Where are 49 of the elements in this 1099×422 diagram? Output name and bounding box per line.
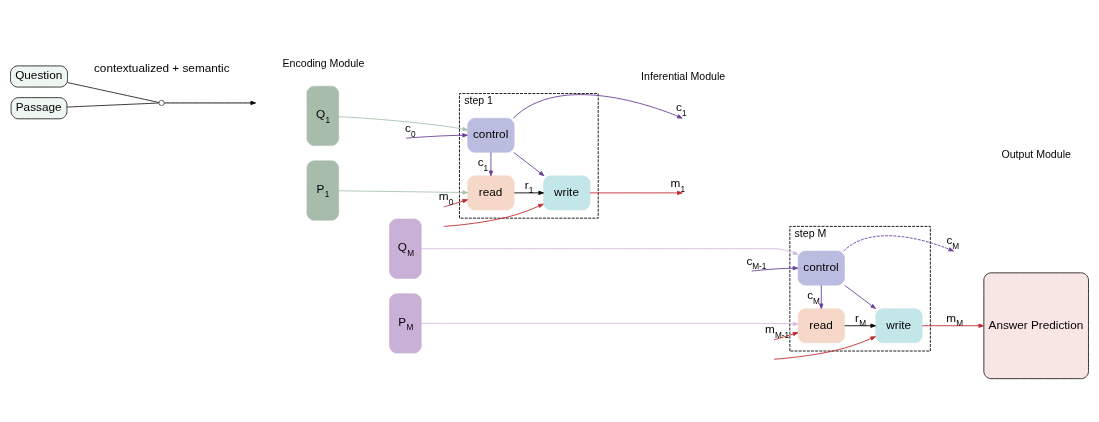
arrow: [844, 284, 876, 309]
arrow: [488, 152, 493, 177]
arrow: [420, 248, 799, 255]
connector: [67, 82, 160, 103]
arrow: [513, 190, 544, 195]
arrow: [751, 266, 799, 272]
arrow: [773, 336, 876, 360]
node-box: Q$_{M}$: [389, 218, 422, 279]
edge-label: c$_{M-1}$: [746, 253, 767, 272]
connector: [66, 102, 160, 108]
edge-label: c$_{1}$: [676, 100, 687, 118]
edge-label: c$_{M}$: [807, 288, 820, 306]
arrow: [420, 321, 799, 326]
edge-label: c$_{M}$: [946, 233, 960, 251]
arrow: [443, 199, 468, 208]
node-box: read: [797, 308, 845, 344]
arrow: [589, 190, 683, 195]
edge-label: r$_{1}$: [524, 177, 534, 196]
edge-label: m$_{M-1}$: [765, 322, 790, 340]
arrow: [443, 203, 544, 227]
node-circle: [158, 100, 165, 106]
arrow: [512, 94, 683, 119]
arrow: [338, 116, 469, 132]
node-box: Passage: [10, 97, 68, 120]
edge-label: c$_{0}$: [405, 121, 416, 139]
edge-label: m$_{1}$: [670, 176, 686, 194]
label: Inferential Module: [641, 69, 726, 82]
arrow: [405, 133, 468, 139]
node-box: P$_{M}$: [389, 293, 422, 354]
node-box: read: [467, 175, 515, 211]
arrow: [513, 151, 545, 177]
node-box: Q$_{1}$: [306, 85, 339, 146]
label: Output Module: [1001, 148, 1071, 161]
node-box: Question: [10, 65, 68, 88]
node-box: write: [543, 175, 591, 211]
edge-label: c$_{1}$: [477, 155, 489, 173]
label: contextualized + semantic: [93, 61, 230, 75]
arrow: [163, 100, 257, 105]
arrow: [773, 331, 799, 341]
node-box: Answer Prediction: [983, 272, 1089, 380]
node-box: P$_{1}$: [306, 160, 339, 221]
edge-label: m$_{0}$: [438, 189, 454, 207]
node-box: write: [875, 308, 923, 344]
node-box: control: [797, 250, 845, 286]
arrow: [819, 284, 824, 310]
arrow: [338, 190, 469, 195]
label: Encoding Module: [282, 57, 365, 70]
node-box: control: [467, 117, 515, 153]
arrow: [843, 235, 954, 252]
